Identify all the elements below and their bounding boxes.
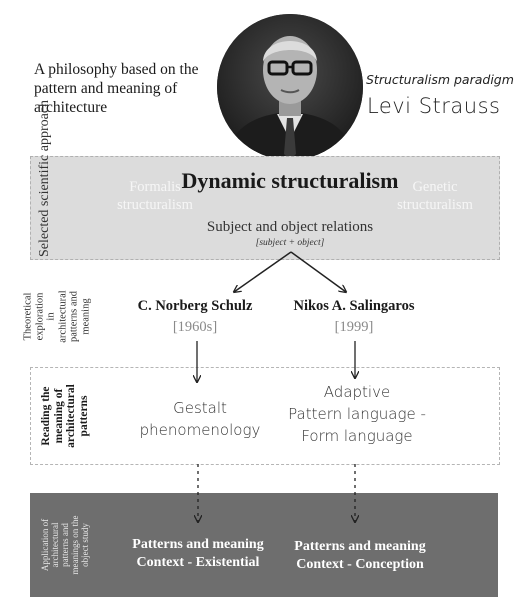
theorist-name-1: C. Norberg Schulz <box>137 298 253 314</box>
approach-title: Dynamic structuralism <box>181 168 399 193</box>
application-right-line2: Context - Conception <box>296 557 424 572</box>
reading-band <box>30 367 500 465</box>
approach-subtitle: Subject and object relations <box>206 219 374 235</box>
person-name: Levi Strauss <box>367 94 501 118</box>
paradigm-label: Structuralism paradigm <box>366 72 514 87</box>
reading-right-line1: Adaptive <box>323 383 391 401</box>
approach-band <box>30 156 500 260</box>
portrait-image <box>217 14 363 160</box>
approach-formula: [subject + object] <box>255 238 325 248</box>
arrow-to-salingaros <box>290 251 346 292</box>
theorist-name-2: Nikos A. Salingaros <box>293 298 415 314</box>
application-left: Patterns and meaning Context - Existenti… <box>116 536 280 572</box>
intro-text: A philosophy based on the pattern and me… <box>34 61 199 116</box>
reading-right: Adaptive Pattern language - Form languag… <box>282 381 432 447</box>
application-right-line1: Patterns and meaning <box>294 539 426 554</box>
reading-left-line1: Gestalt <box>173 399 227 417</box>
application-left-line2: Context - Existential <box>136 555 260 570</box>
arrow-to-schulz <box>234 251 292 292</box>
application-right: Patterns and meaning Context - Conceptio… <box>280 538 440 574</box>
reading-right-line3: Form language <box>301 427 413 445</box>
levi-strauss-portrait <box>217 14 363 160</box>
theorist-year-1: [1960s] <box>172 319 218 335</box>
theorist-year-2: [1999] <box>334 319 374 335</box>
reading-left-line2: phenomenology <box>139 421 261 439</box>
formalis-option: Formalis structuralism <box>117 179 193 213</box>
genetic-option: Genetic structuralism <box>397 179 473 213</box>
application-band <box>30 493 498 597</box>
application-left-line1: Patterns and meaning <box>132 537 264 552</box>
reading-right-line2: Pattern language - <box>288 405 426 423</box>
reading-left: Gestalt phenomenology <box>120 397 280 441</box>
